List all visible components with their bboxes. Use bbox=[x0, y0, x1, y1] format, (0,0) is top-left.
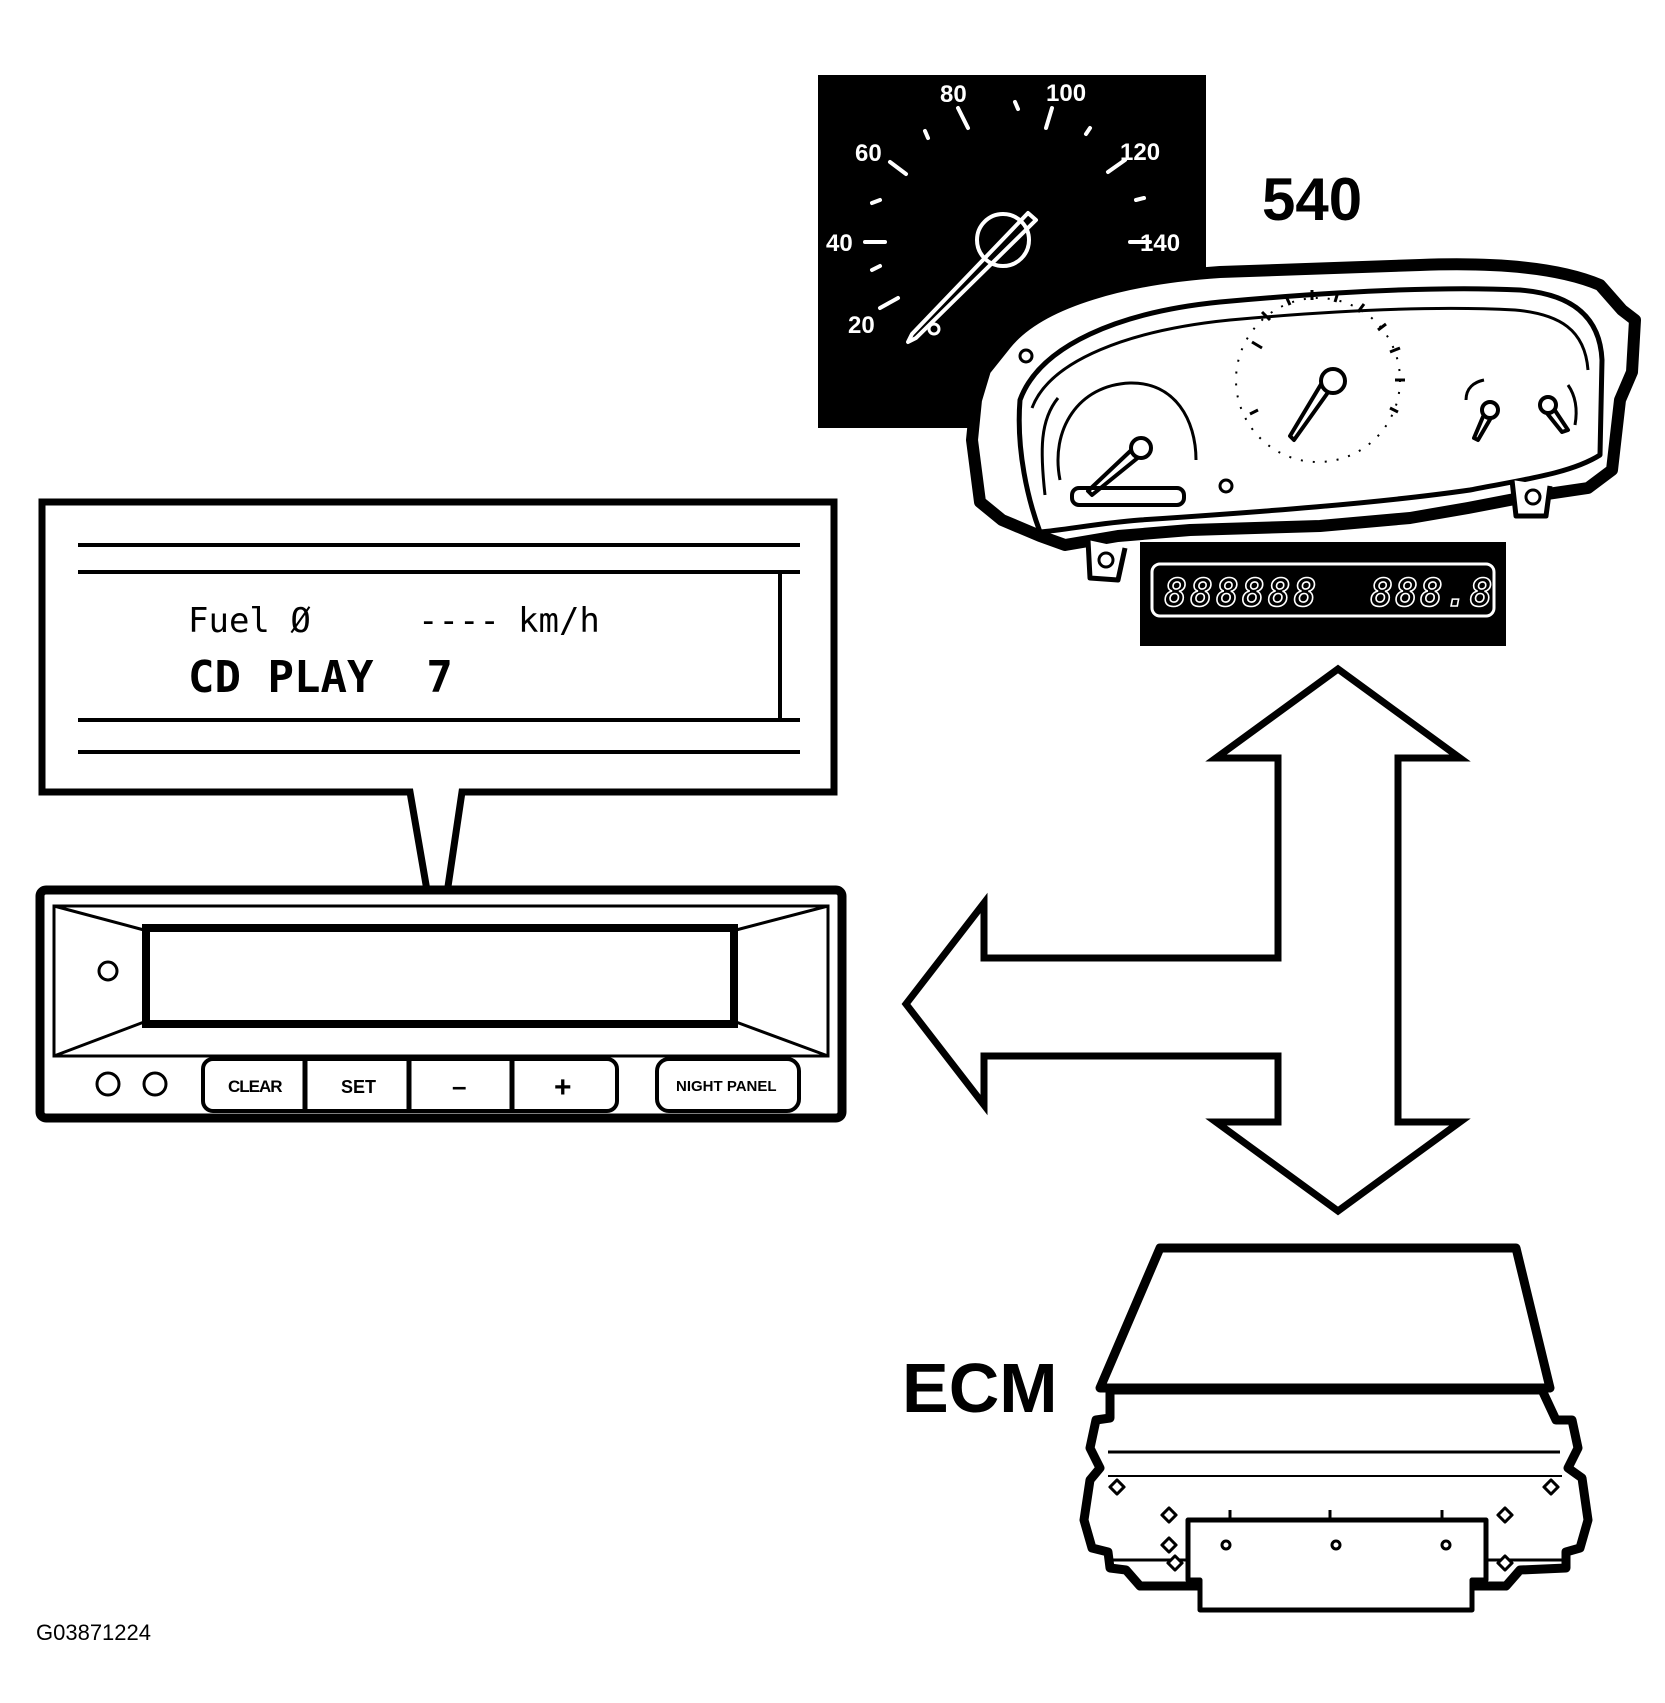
plus-button[interactable]: + bbox=[554, 1071, 572, 1104]
left-gauge-arc bbox=[1056, 381, 1198, 481]
night-panel-button[interactable] bbox=[655, 1057, 801, 1113]
sid-indicator-1 bbox=[95, 1071, 121, 1097]
tick-label-80: 80 bbox=[940, 81, 967, 108]
cluster-mount-right bbox=[1509, 479, 1553, 519]
clear-button[interactable]: CLEAR bbox=[228, 1077, 283, 1096]
display-line1-dashes: ---- bbox=[418, 601, 500, 641]
tick-label-100: 100 bbox=[1046, 80, 1086, 107]
bidirectional-arrow bbox=[901, 664, 1471, 1216]
display-line1-unit: km/h bbox=[518, 601, 600, 641]
night-panel-label[interactable]: NIGHT PANEL bbox=[676, 1078, 777, 1095]
minus-button[interactable]: – bbox=[452, 1071, 466, 1101]
data-flow-arrows bbox=[901, 664, 1471, 1216]
cluster-outer-housing bbox=[966, 258, 1641, 551]
display-callout: Fuel Ø ---- km/h CD PLAY 7 bbox=[38, 498, 838, 955]
tick-label-120: 120 bbox=[1120, 139, 1160, 166]
sid-display-window bbox=[142, 924, 738, 1028]
instrument-cluster bbox=[966, 258, 1641, 583]
speedometer-tick-labels: 20 40 60 80 100 120 140 bbox=[826, 80, 1180, 339]
sid-indicator-2 bbox=[142, 1071, 168, 1097]
callout-bubble bbox=[38, 498, 838, 955]
odometer-trip: 888.8 bbox=[1370, 571, 1494, 615]
cluster-mount-left bbox=[1085, 539, 1128, 583]
callout-rules bbox=[78, 543, 800, 754]
tick-label-40: 40 bbox=[826, 230, 853, 257]
display-line1-fuel: Fuel Ø bbox=[188, 601, 311, 641]
cluster-inner-bezel bbox=[1016, 286, 1605, 535]
odometer-total: 888888 bbox=[1164, 571, 1319, 615]
needle-tip bbox=[927, 322, 941, 336]
odometer-display: 888888 888.8 bbox=[1140, 542, 1506, 646]
tick-label-60: 60 bbox=[855, 140, 882, 167]
sid-indicator-lamp bbox=[97, 960, 119, 982]
sid-button-labels: CLEAR SET – + NIGHT PANEL bbox=[228, 1071, 777, 1104]
tachometer-ticks bbox=[1249, 290, 1405, 416]
sid-panel bbox=[35, 885, 847, 1123]
figure-id: G03871224 bbox=[36, 1620, 151, 1645]
speedometer-needle bbox=[906, 211, 1038, 344]
ecm-connector bbox=[1185, 1517, 1489, 1613]
cluster-code-label: 540 bbox=[1262, 166, 1362, 233]
set-button[interactable]: SET bbox=[341, 1077, 376, 1097]
speedometer-hub bbox=[975, 212, 1031, 268]
tick-label-140: 140 bbox=[1140, 230, 1180, 257]
speedometer-ticks bbox=[863, 100, 1152, 310]
display-line2-cd: CD PLAY 7 bbox=[188, 652, 453, 703]
ecm-mount-holes bbox=[1108, 1478, 1560, 1572]
ecm-top-cover bbox=[1095, 1243, 1555, 1393]
left-gauge-bar bbox=[1070, 486, 1186, 507]
ecm-label: ECM bbox=[902, 1349, 1058, 1427]
tick-label-20: 20 bbox=[848, 312, 875, 339]
ecm-unit bbox=[1079, 1243, 1593, 1613]
